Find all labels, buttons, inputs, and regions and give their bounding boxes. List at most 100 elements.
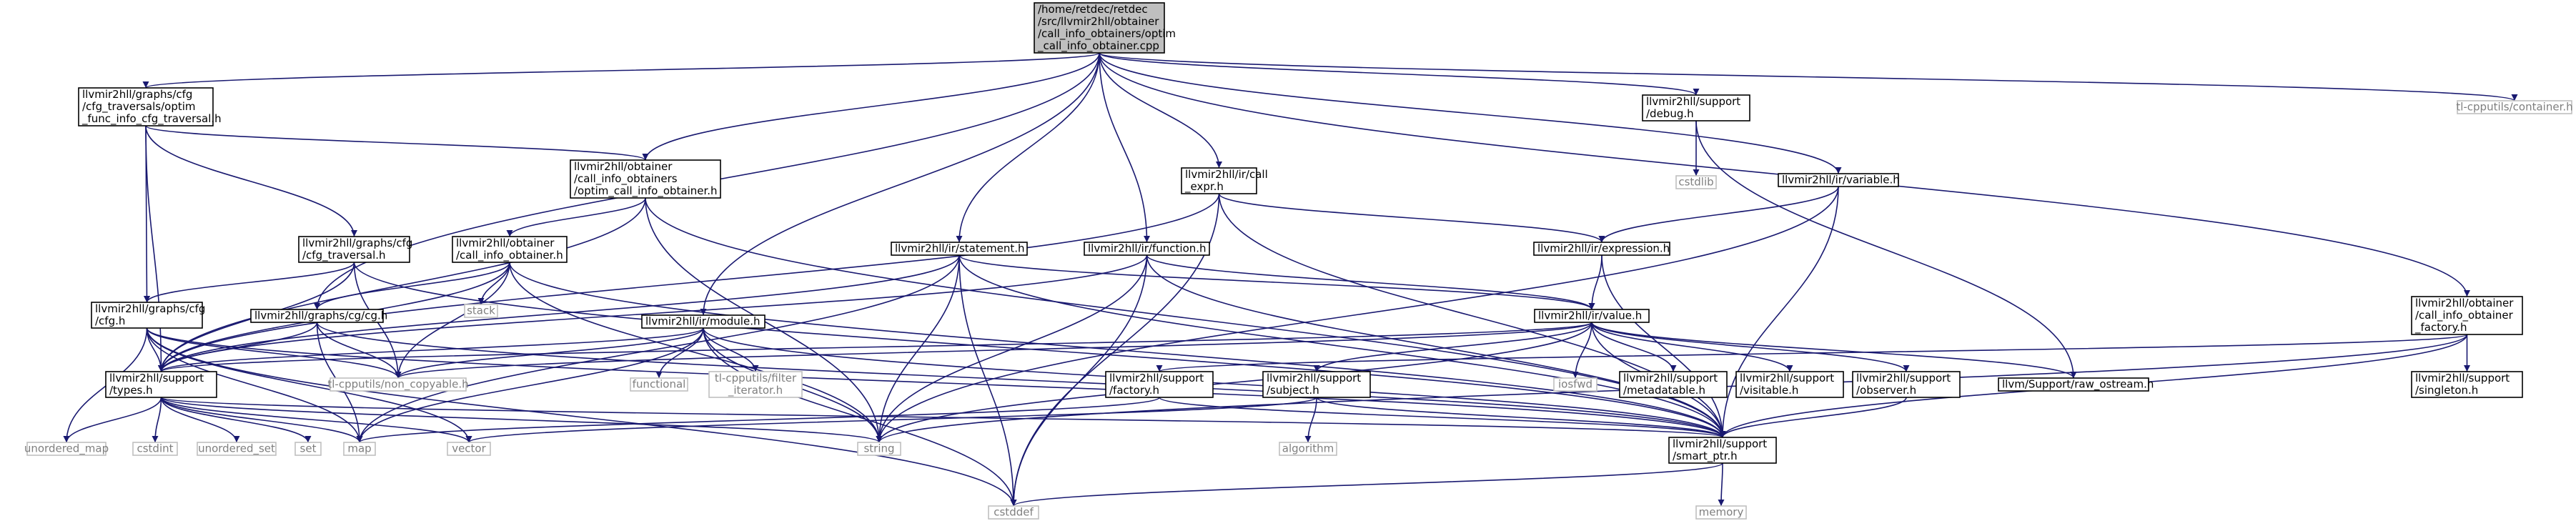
node-visitable[interactable]: llvmir2hll/support/visitable.h (1735, 371, 1844, 398)
edge-subject-to-vector (465, 397, 1317, 443)
edge-statement-to-string (876, 254, 960, 443)
node-raw-ostream[interactable]: llvm/Support/raw_ostream.h (1998, 377, 2154, 392)
node-variable[interactable]: llvmir2hll/ir/variable.h (1778, 173, 1900, 187)
node-label-line: iosfwd (1558, 378, 1592, 391)
node-box (1105, 371, 1214, 398)
node-label-line: /observer.h (1856, 384, 1916, 397)
node-unordered-map: unordered_map (24, 442, 109, 456)
node-box (1534, 309, 1650, 323)
node-observer[interactable]: llvmir2hll/support/observer.h (1852, 371, 1961, 398)
node-statement[interactable]: llvmir2hll/ir/statement.h (891, 242, 1028, 256)
node-algorithm: algorithm (1279, 442, 1337, 456)
node-optim-obt[interactable]: llvmir2hll/obtainer/call_info_obtainers/… (570, 159, 721, 199)
node-label-line: llvmir2hll/support (1673, 437, 1767, 450)
node-label-line: /call_info_obtainers/optim (1038, 27, 1176, 41)
edge-sup_factory-to-map (356, 397, 1160, 443)
node-label-line: /metadatable.h (1623, 384, 1705, 397)
edge-statement-to-cstddef (958, 254, 1017, 507)
edge-statement-to-types (158, 254, 960, 372)
node-label-line: memory (1699, 506, 1744, 519)
node-box (2411, 371, 2523, 398)
node-value[interactable]: llvmir2hll/ir/value.h (1534, 309, 1650, 323)
node-label-line: functional (633, 378, 686, 391)
node-string: string (857, 442, 901, 456)
node-label-line: cstdint (137, 442, 173, 455)
node-types[interactable]: llvmir2hll/support/types.h (105, 371, 217, 398)
edge-root-to-cfg_trav_optim (143, 52, 1100, 89)
node-box (708, 371, 803, 398)
node-obt-factory[interactable]: llvmir2hll/obtainer/call_info_obtainer_f… (2411, 296, 2523, 335)
edge-value-to-subject (1313, 322, 1592, 372)
node-label-line: llvmir2hll/ir/call (1185, 168, 1268, 181)
node-label-line: /call_info_obtainer.h (456, 249, 563, 262)
node-label-line: /factory.h (1109, 384, 1159, 397)
node-label-line: /singleton.h (2415, 384, 2478, 397)
edge-types-to-map (160, 397, 363, 443)
node-box (1675, 175, 1717, 189)
node-box (105, 371, 217, 398)
node-label-line: llvmir2hll/support (2415, 372, 2510, 384)
node-cfg-trav-optim[interactable]: llvmir2hll/graphs/cfg/cfg_traversals/opt… (78, 87, 222, 126)
node-label-line: llvmir2hll/graphs/cfg (302, 237, 412, 249)
node-box (452, 236, 568, 263)
node-box (1181, 167, 1257, 194)
edge-cfg_h-to-map (146, 327, 363, 443)
edge-subject-to-smart_ptr (1316, 397, 1726, 438)
node-label-line: _iterator.h (728, 384, 783, 397)
node-cfg-traversal[interactable]: llvmir2hll/graphs/cfg/cfg_traversal.h (298, 236, 412, 263)
node-cstddef: cstddef (988, 505, 1039, 520)
node-cg-h[interactable]: llvmir2hll/graphs/cg/cg.h (250, 309, 387, 323)
node-cfg-h[interactable]: llvmir2hll/graphs/cfg/cfg.h (91, 302, 205, 329)
edge-subject-to-algorithm (1304, 397, 1317, 443)
edge-root-to-container (1099, 52, 2517, 101)
edge-value-to-metadatable (1591, 322, 1677, 372)
edge-expression-to-smart_ptr (1601, 254, 1726, 438)
node-label-line: tl-cpputils/non_copyable.h (327, 378, 468, 392)
node-label-line: /call_info_obtainer (2415, 309, 2514, 322)
node-box (630, 377, 688, 392)
node-cstdlib: cstdlib (1675, 175, 1717, 189)
edge-call_expr-to-types (158, 193, 1220, 372)
edge-call_expr-to-expression (1218, 193, 1605, 243)
node-call-expr[interactable]: llvmir2hll/ir/call_expr.h (1181, 167, 1268, 194)
edge-smart_ptr-to-memory (1718, 462, 1725, 507)
edge-root-to-optim_obt (642, 52, 1100, 161)
node-label-line: llvmir2hll/ir/value.h (1538, 309, 1642, 322)
node-sup-factory[interactable]: llvmir2hll/support/factory.h (1105, 371, 1214, 398)
edge-cfg_h-to-cstddef (146, 327, 1017, 507)
node-label-line: llvmir2hll/graphs/cfg (95, 302, 205, 315)
node-label-line: llvm/Support/raw_ostream.h (2002, 378, 2154, 392)
edge-root-to-call_expr (1099, 52, 1222, 169)
node-label-line: /subject.h (1267, 384, 1319, 397)
edge-variable-to-smart_ptr (1719, 186, 1839, 438)
node-debug[interactable]: llvmir2hll/support/debug.h (1642, 94, 1750, 121)
node-cstdint: cstdint (132, 442, 178, 456)
node-map: map (343, 442, 376, 456)
node-box (988, 505, 1039, 520)
node-root[interactable]: /home/retdec/retdec/src/llvmir2hll/obtai… (1034, 2, 1176, 54)
node-smart-ptr[interactable]: llvmir2hll/support/smart_ptr.h (1668, 437, 1777, 464)
node-metadatable[interactable]: llvmir2hll/support/metadatable.h (1619, 371, 1728, 398)
node-box (1084, 242, 1210, 256)
node-function[interactable]: llvmir2hll/ir/function.h (1084, 242, 1210, 256)
node-singleton[interactable]: llvmir2hll/support/singleton.h (2411, 371, 2523, 398)
node-module[interactable]: llvmir2hll/ir/module.h (641, 314, 766, 329)
edge-smart_ptr-to-cstddef (1010, 462, 1723, 507)
node-box (891, 242, 1028, 256)
edge-cfg_trav_optim-to-optim_obt (145, 125, 649, 161)
node-label-line: tl-cpputils/container.h (2456, 101, 2572, 114)
edge-value-to-visitable (1591, 322, 1793, 372)
node-subject[interactable]: llvmir2hll/support/subject.h (1262, 371, 1371, 398)
node-label-line: llvmir2hll/obtainer (456, 237, 555, 249)
edge-types-to-smart_ptr (160, 397, 1725, 438)
node-call-info-obt[interactable]: llvmir2hll/obtainer/call_info_obtainer.h (452, 236, 568, 263)
node-box (447, 442, 491, 456)
edge-types-to-unordered_map (63, 397, 162, 443)
node-label-line: llvmir2hll/support (1109, 372, 1204, 384)
node-vector: vector (447, 442, 491, 456)
node-expression[interactable]: llvmir2hll/ir/expression.h (1533, 242, 1670, 256)
node-label-line: llvmir2hll/ir/expression.h (1537, 242, 1670, 255)
edge-root-to-function (1099, 52, 1150, 243)
